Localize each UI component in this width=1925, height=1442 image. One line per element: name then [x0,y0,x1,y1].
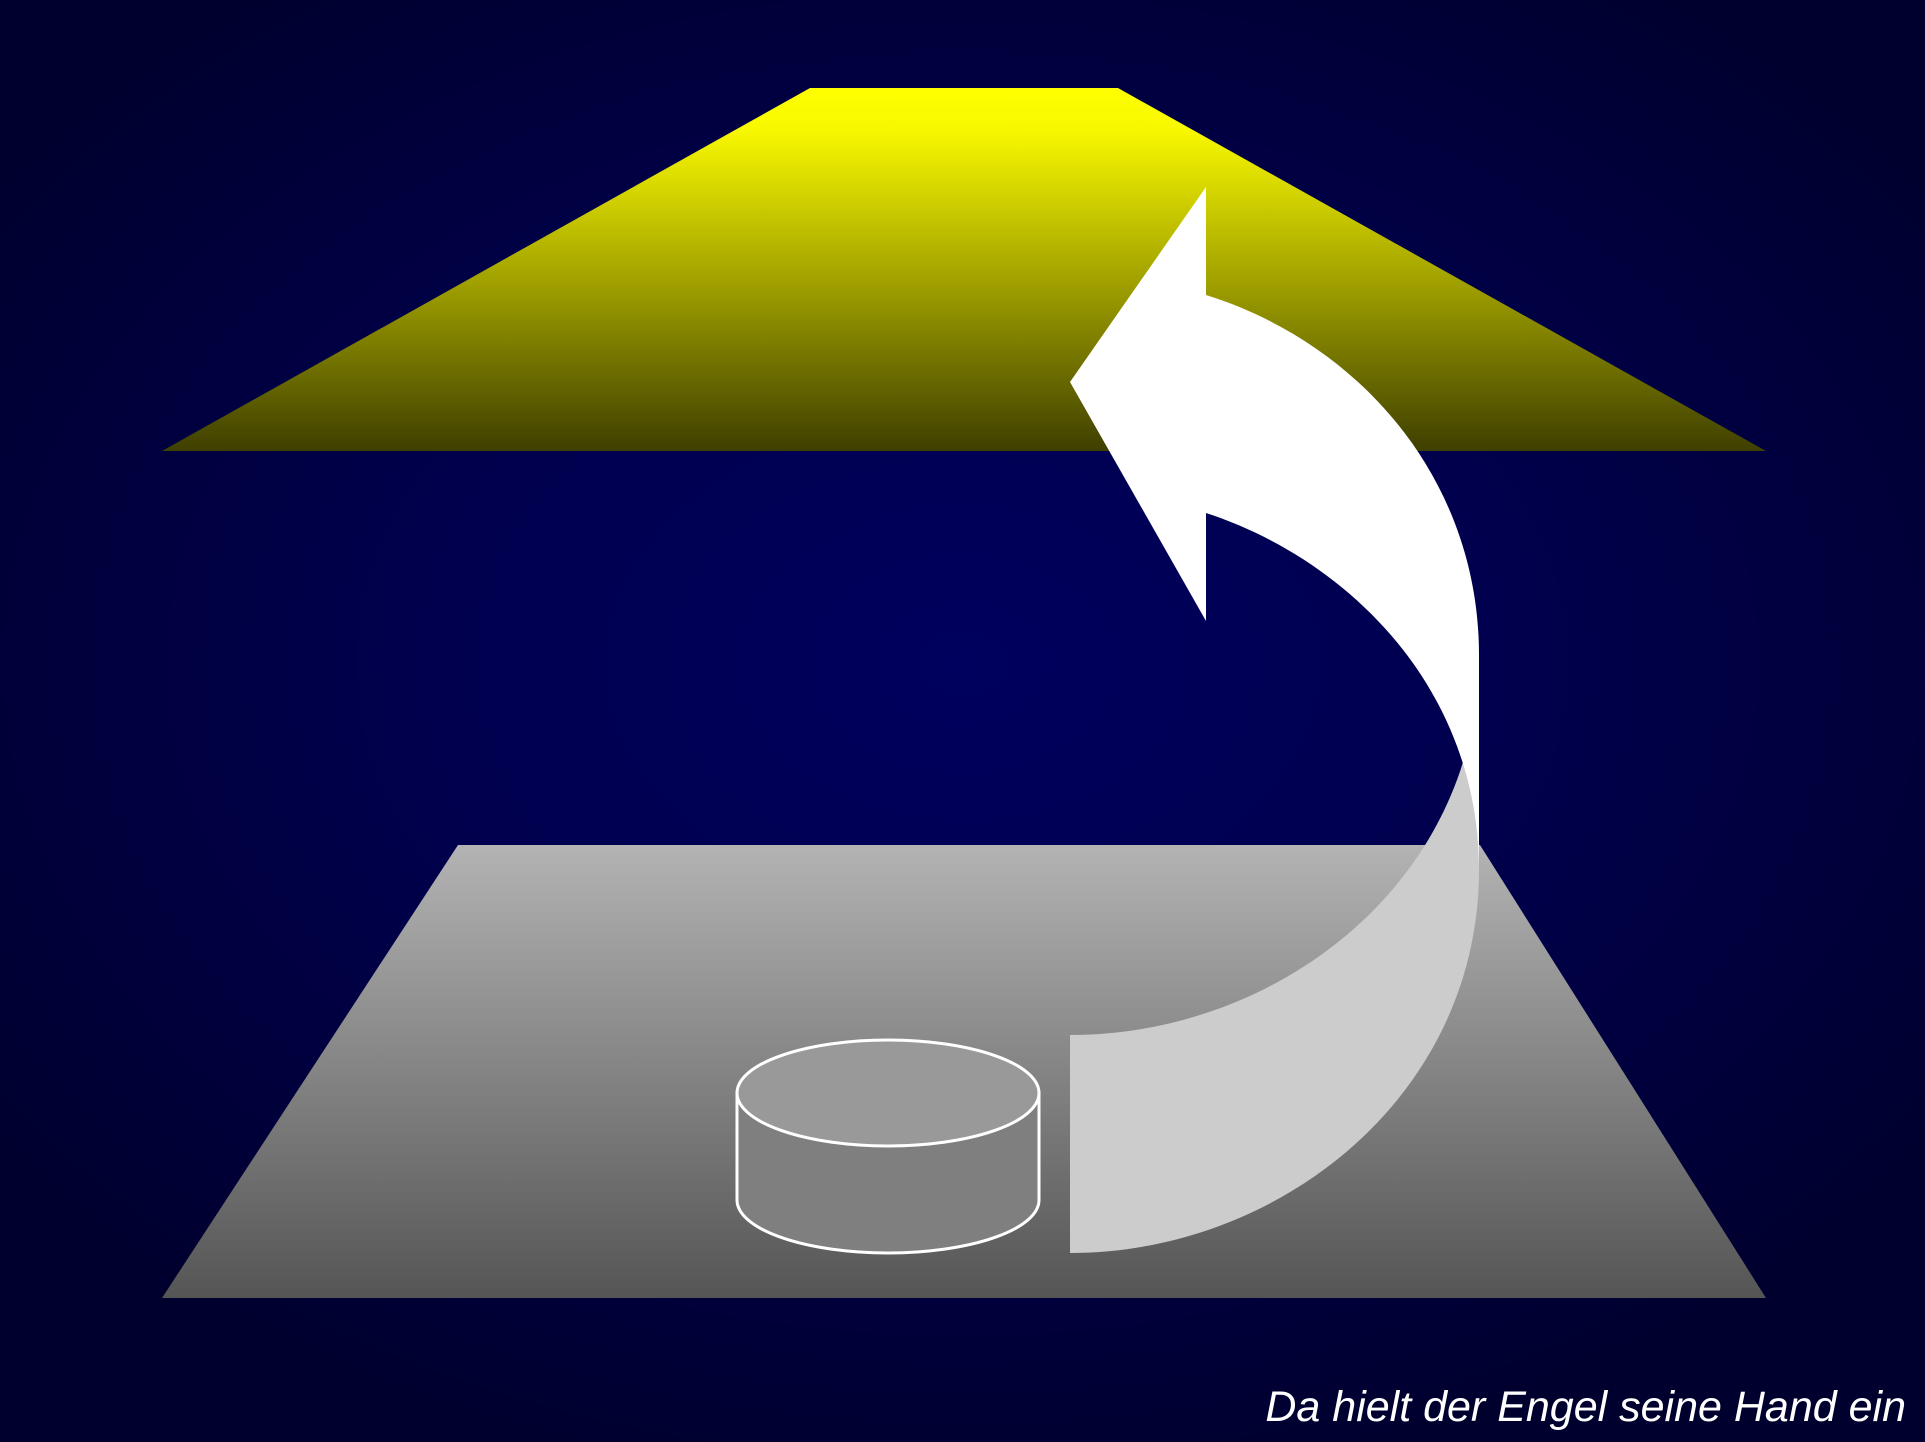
bowl-icon [737,1040,1039,1253]
slide-caption: Da hielt der Engel seine Hand ein [1265,1380,1906,1434]
bowl-top [737,1040,1039,1146]
heaven-trapezoid [162,88,1766,451]
